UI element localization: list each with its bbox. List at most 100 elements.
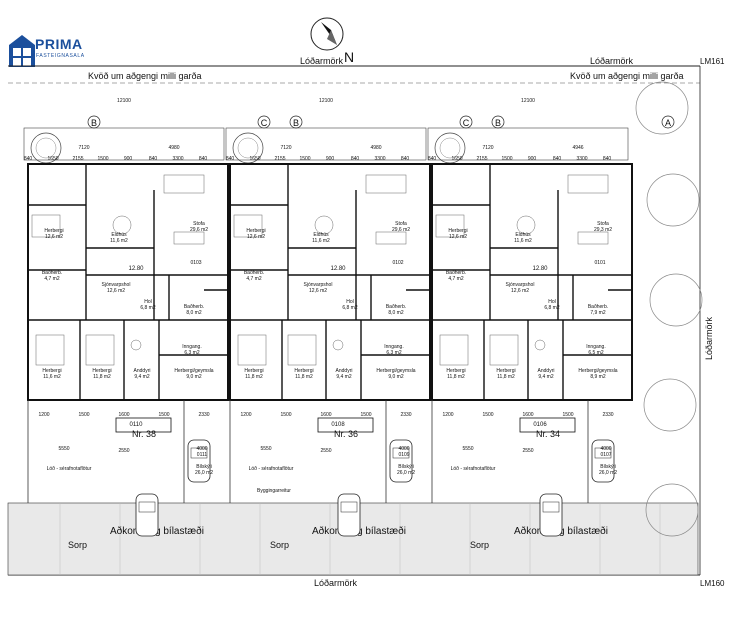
dim-row: 2155 xyxy=(274,156,285,162)
dim-row: 840 xyxy=(199,156,208,162)
car-icon xyxy=(187,439,211,483)
dim-bottom: 1200 xyxy=(442,412,453,418)
lm-bottom: LM160 xyxy=(700,579,725,588)
grid-axis-bubble xyxy=(661,115,675,129)
room-level: 12.80 xyxy=(330,266,346,272)
dim-bottom: 1200 xyxy=(38,412,49,418)
dim-row: 1650 xyxy=(47,156,58,162)
dim-bottom: 1600 xyxy=(118,412,129,418)
hot-tub-inner xyxy=(237,137,259,159)
plan-code: 0102 xyxy=(392,260,403,266)
dim-bottom: 2330 xyxy=(602,412,613,418)
terrace xyxy=(427,127,629,161)
fence-label: Byggingarreitur xyxy=(257,488,291,494)
room-level: 12.80 xyxy=(128,266,144,272)
room-label: Baðherb.7,9 m2 xyxy=(588,303,608,316)
bed-icon xyxy=(35,334,65,366)
dim-row: 1650 xyxy=(451,156,462,162)
grid-axis-label: A xyxy=(665,118,671,128)
dim-row: 900 xyxy=(528,156,537,162)
dim-row: 840 xyxy=(351,156,360,162)
dim-parking: 2550 xyxy=(320,448,331,454)
garage-code: 0111 xyxy=(197,452,208,458)
unit-number-box xyxy=(519,417,576,433)
unit-number: Nr. 34 xyxy=(536,429,560,439)
dim-row: 840 xyxy=(226,156,235,162)
north-label: N xyxy=(344,49,354,65)
sofa-icon xyxy=(365,174,407,194)
boundary-label-top-right: Lóðarmörk xyxy=(590,56,634,66)
unit-code: 0108 xyxy=(331,422,345,428)
fixture-icon xyxy=(534,339,546,351)
fixture-icon xyxy=(130,339,142,351)
bed-icon xyxy=(85,334,115,366)
dim-bottom: 1500 xyxy=(158,412,169,418)
car-icon xyxy=(135,493,159,537)
access-strip-label-2: Kvöð um aðgengi milli garða xyxy=(570,71,684,81)
room-level: 12.80 xyxy=(532,266,548,272)
dim-row: 840 xyxy=(553,156,562,162)
dim-bottom: 1500 xyxy=(562,412,573,418)
room-label: Baðherb.8,0 m2 xyxy=(184,303,204,316)
bed-icon xyxy=(287,334,317,366)
dim-split: 4946 xyxy=(572,145,583,151)
car-icon xyxy=(389,439,413,483)
dim-bottom: 1600 xyxy=(522,412,533,418)
dim-row: 840 xyxy=(603,156,612,162)
unit-number-box xyxy=(317,417,374,433)
room-label: Baðherb.8,0 m2 xyxy=(386,303,406,316)
dim-overall: 12100 xyxy=(117,98,131,104)
grid-axis-label: B xyxy=(91,118,97,128)
dim-bottom: 1500 xyxy=(360,412,371,418)
dim-row: 1500 xyxy=(97,156,108,162)
dim-bottom: 1500 xyxy=(280,412,291,418)
dim-overall: 12100 xyxy=(521,98,535,104)
dim-row: 840 xyxy=(24,156,33,162)
north-arrow-icon: N xyxy=(310,17,354,65)
dim-row: 3300 xyxy=(374,156,385,162)
dim-row: 1500 xyxy=(299,156,310,162)
bed-icon xyxy=(435,214,465,238)
dim-row: 1500 xyxy=(501,156,512,162)
dim-parking: 4000 xyxy=(600,446,611,452)
dim-row: 1650 xyxy=(249,156,260,162)
dim-parking: 4000 xyxy=(196,446,207,452)
dim-bottom: 1600 xyxy=(320,412,331,418)
car-icon xyxy=(539,493,563,537)
garage-code: 0109 xyxy=(398,452,409,458)
grid-axis-bubble xyxy=(87,115,101,129)
outer-wall xyxy=(431,163,633,401)
dining-table-icon xyxy=(112,215,132,235)
car-icon xyxy=(337,493,361,537)
bed-icon xyxy=(237,334,267,366)
room-label: Inngang.6,3 m2 xyxy=(384,344,403,356)
dim-split: 4980 xyxy=(370,145,381,151)
unit-code: 0106 xyxy=(533,422,547,428)
dim-overall: 12100 xyxy=(319,98,333,104)
boundary-label-right: Lóðarmörk xyxy=(704,316,714,360)
dim-row: 840 xyxy=(428,156,437,162)
dim-bottom: 1500 xyxy=(482,412,493,418)
dim-split: 7120 xyxy=(280,145,291,151)
waste-label-3: Sorp xyxy=(470,540,489,550)
brand-name: PRIMA xyxy=(35,36,83,52)
unit-code: 0110 xyxy=(130,422,144,428)
dim-parking: 2550 xyxy=(522,448,533,454)
